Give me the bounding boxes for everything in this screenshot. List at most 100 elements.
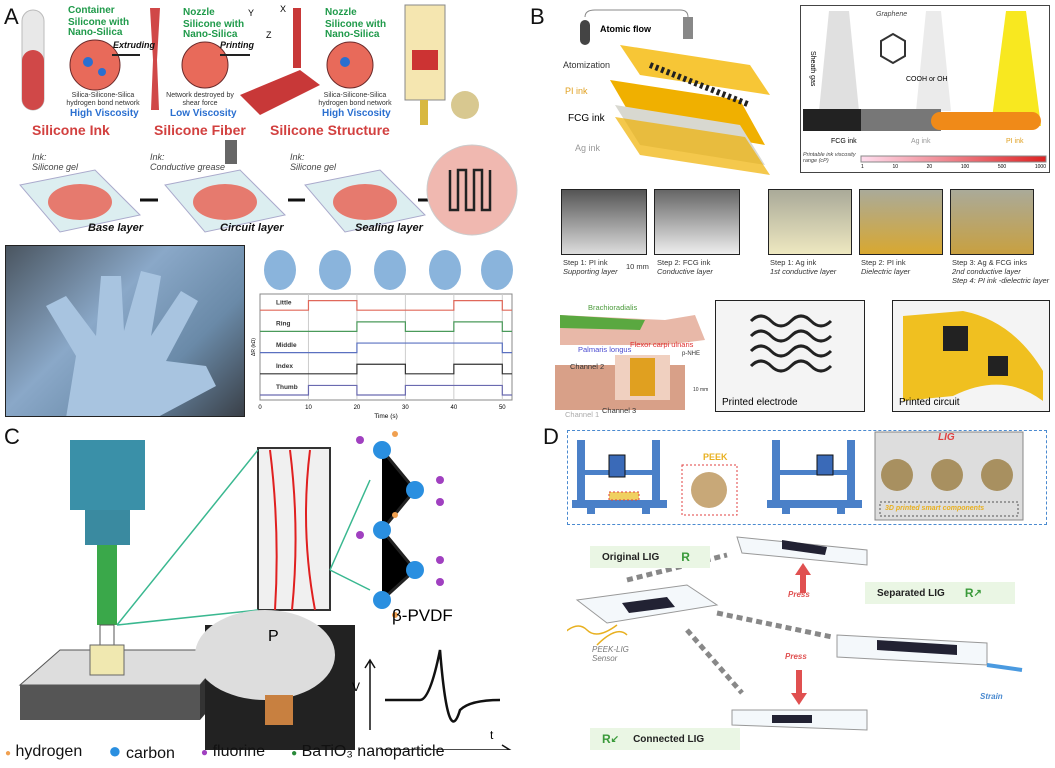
ink-value: Conductive grease [150, 162, 226, 172]
step-photo [561, 189, 647, 255]
arrow-up-icon: ↗ [973, 587, 982, 599]
connected-lig-label: Connected LIG [633, 733, 705, 745]
strain-label: Strain [980, 692, 1003, 701]
separated-lig-label: Separated LIG [877, 587, 945, 599]
legend-label: fluorine [212, 743, 266, 760]
axis-y: Y [248, 8, 255, 18]
y-axis-label: ΔR (kΩ) [251, 338, 257, 356]
flexor-label: Flexor carpi ulnaris [630, 340, 694, 349]
cooh-label: COOH or OH [906, 76, 948, 83]
step-sub: Dielectric layer [861, 267, 911, 276]
tick: 100 [960, 164, 970, 170]
step-title: Step 1: PI ink [563, 258, 608, 267]
ink-label: Ink: [150, 152, 165, 162]
viscosity-low: Low Viscosity [170, 108, 237, 119]
x-tick-label: 30 [402, 405, 409, 411]
base-layer-label: Base layer [88, 222, 144, 234]
tick: 1000 [1034, 164, 1046, 170]
ink-label: Ink: [290, 152, 305, 162]
printing-label: Printing [220, 40, 254, 50]
step-photo [859, 189, 943, 255]
step-extra: Step 4: PI ink -dielectric layer [952, 276, 1050, 285]
ink-value: Silicone gel [32, 162, 79, 172]
step-sub: 1st conductive layer [770, 267, 837, 276]
carbon-dot-icon: ● [108, 738, 122, 763]
ink-inset: Graphene Sheath gas COOH or OH FCG ink A… [800, 5, 1050, 173]
series-label: Middle [276, 342, 297, 349]
step-photo [654, 189, 740, 255]
resistance-label: R [964, 586, 974, 600]
legend-hydrogen: ● hydrogen [5, 743, 82, 763]
viscosity-range-label: Printable ink viscosity range (cP) [803, 152, 856, 164]
legend-label: carbon [125, 745, 175, 762]
panel-label: D [543, 424, 559, 449]
peek-label: PEEK [703, 452, 728, 462]
step-photo [950, 189, 1034, 255]
palmaris-label: Palmaris longus [578, 345, 632, 354]
tick: 10 [892, 164, 898, 170]
legend-batio3: ● BaTiO₃ nanoparticle [291, 743, 444, 763]
atomic-flow-label: Atomic flow [600, 24, 651, 34]
step-sub: Supporting layer [563, 267, 618, 276]
fcg-ink-label: FCG ink [831, 138, 857, 145]
tick: 20 [926, 164, 933, 170]
printed-circuit-label: Printed circuit [899, 397, 960, 408]
series-line-thumb [260, 384, 512, 396]
axis-z: Z [266, 30, 272, 40]
press-label: Press [785, 652, 807, 661]
tick: 500 [997, 164, 1007, 170]
step-title: Step 2: PI ink [861, 258, 906, 267]
x-tick-label: 0 [258, 405, 262, 411]
resistance-label: R [602, 732, 611, 746]
pvdf-printing-diagram [18, 431, 512, 750]
legend-label: BaTiO₃ nanoparticle [301, 743, 445, 760]
scale-bar: 10 mm [626, 262, 649, 271]
printed-circuit-photo: Printed circuit [892, 300, 1050, 412]
channel-1-label: Channel 1 [565, 410, 600, 419]
series-line-little [260, 300, 512, 311]
press-label: Press [788, 590, 810, 599]
atomization-label: Atomization [563, 60, 611, 70]
layer-process-diagram [19, 140, 518, 236]
silicone-nano-label: Silicone with Nano-Silica [68, 17, 130, 38]
series-label: Ring [276, 321, 290, 328]
separated-lig-box: Separated LIG R↗ [865, 582, 1015, 604]
silicone-structure-title: Silicone Structure [270, 122, 390, 138]
step-sub: Conductive layer [657, 267, 713, 276]
nanoparticle-dot-icon: ● [291, 748, 298, 759]
series-label: Little [276, 299, 292, 306]
connected-lig-box: R↙ Connected LIG [590, 728, 740, 750]
network-label: Silica-Silicone-Silica hydrogen bond net… [66, 92, 140, 107]
silicone-ink-title: Silicone Ink [32, 122, 110, 138]
lig-sensor-diagram [567, 536, 1023, 731]
arrow-down-icon: ↙ [610, 733, 620, 745]
viscosity-high: High Viscosity [70, 108, 139, 119]
legend-carbon: ● carbon [108, 740, 175, 763]
hydrogen-dot-icon: ● [5, 748, 12, 759]
peek-printer-diagram [572, 431, 1024, 521]
silicone-fiber-title: Silicone Fiber [154, 122, 246, 138]
network-label: Silica-Silicone-Silica hydrogen bond net… [318, 92, 392, 107]
x-tick-label: 50 [499, 405, 506, 411]
lig-label: LIG [938, 432, 955, 443]
silicone-nano-label: Silicone with Nano-Silica [325, 19, 387, 40]
circuit-layer-label: Circuit layer [220, 222, 284, 234]
graphene-label: Graphene [876, 11, 908, 18]
x-axis-label: Time (s) [374, 413, 398, 420]
series-line-ring [260, 321, 512, 332]
glove-photo [5, 245, 245, 417]
time-label: t [490, 728, 494, 742]
legend-label: hydrogen [15, 743, 83, 760]
panel-label: A [4, 4, 19, 29]
pnhe-label: p-NHE [682, 351, 701, 357]
series-label: Index [276, 363, 293, 370]
printed-layers-exploded [580, 9, 770, 175]
